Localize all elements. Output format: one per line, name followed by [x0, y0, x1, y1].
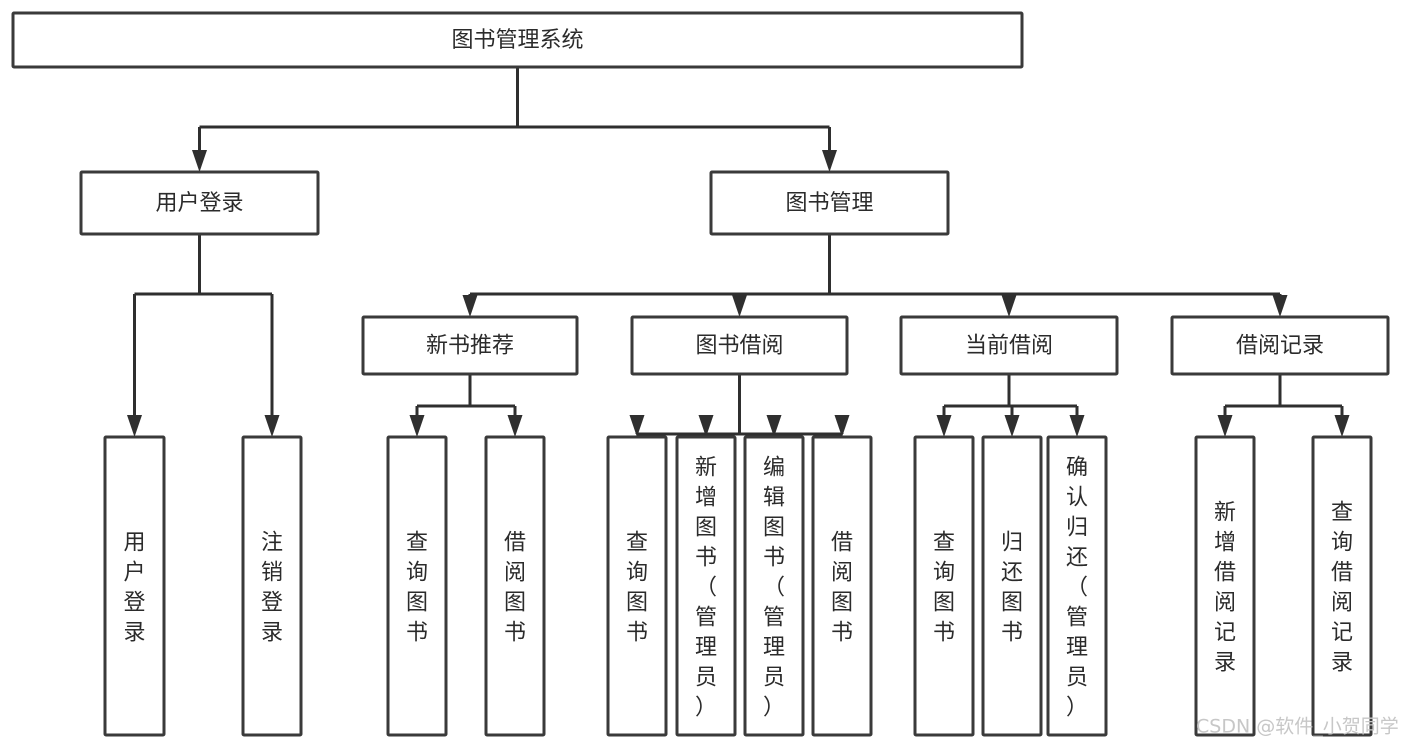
node-label: 当前借阅 [965, 334, 1053, 359]
node-label: 新增借阅记录 [1214, 500, 1236, 675]
node-label: 用户登录 [155, 191, 243, 216]
csdn-watermark: CSDN @软件_小贺同学 [1196, 716, 1399, 738]
node-leaf-add-book-admin[interactable]: 新增图书（管理员） [675, 435, 737, 737]
node-box[interactable] [675, 435, 737, 737]
node-label: 查询借阅记录 [1331, 500, 1353, 675]
node-layer: 图书管理系统用户登录图书管理新书推荐图书借阅当前借阅借阅记录用户登录注销登录查询… [11, 11, 1390, 737]
node-leaf-query-book-2[interactable]: 查询图书 [606, 435, 668, 737]
connector-arrow-icon [1001, 295, 1017, 317]
connector-arrow-icon [1004, 415, 1020, 437]
connector-arrow-icon [1069, 415, 1085, 437]
node-borrow-record[interactable]: 借阅记录 [1170, 315, 1390, 376]
node-new-book-recommend[interactable]: 新书推荐 [361, 315, 579, 376]
node-leaf-query-book-3[interactable]: 查询图书 [913, 435, 975, 737]
node-leaf-user-login[interactable]: 用户登录 [103, 435, 166, 737]
connector-arrow-icon [1334, 415, 1350, 437]
node-current-borrow[interactable]: 当前借阅 [899, 315, 1119, 376]
connector-arrow-icon [732, 295, 747, 317]
node-leaf-borrow-book-2[interactable]: 借阅图书 [811, 435, 873, 737]
node-label: 编辑图书（管理员） [763, 455, 785, 720]
node-leaf-edit-book-admin[interactable]: 编辑图书（管理员） [743, 435, 805, 737]
watermark-layer: CSDN @软件_小贺同学 [1196, 716, 1399, 738]
node-box[interactable] [630, 315, 849, 376]
connector-arrow-icon [192, 150, 207, 172]
node-box[interactable] [1194, 435, 1256, 737]
node-book-borrow[interactable]: 图书借阅 [630, 315, 849, 376]
connector-arrow-icon [507, 415, 523, 437]
node-label: 查询图书 [626, 530, 648, 645]
node-label: 查询图书 [933, 530, 955, 645]
node-box[interactable] [1046, 435, 1108, 737]
node-box[interactable] [361, 315, 579, 376]
node-leaf-query-book-1[interactable]: 查询图书 [386, 435, 448, 737]
node-book-manage[interactable]: 图书管理 [709, 170, 950, 236]
node-user-login[interactable]: 用户登录 [79, 170, 320, 236]
node-label: 借阅记录 [1236, 334, 1324, 359]
node-box[interactable] [1170, 315, 1390, 376]
node-box[interactable] [79, 170, 320, 236]
node-root[interactable]: 图书管理系统 [11, 11, 1024, 69]
connector-arrow-icon [264, 415, 280, 437]
connector-arrow-icon [822, 150, 837, 172]
node-box[interactable] [913, 435, 975, 737]
node-box[interactable] [11, 11, 1024, 69]
connector-arrow-icon [1217, 415, 1233, 437]
node-box[interactable] [606, 435, 668, 737]
connector-arrow-icon [1272, 295, 1288, 317]
node-leaf-borrow-book-1[interactable]: 借阅图书 [484, 435, 546, 737]
node-box[interactable] [709, 170, 950, 236]
connector-arrow-icon [834, 415, 850, 437]
node-label: 新书推荐 [426, 334, 514, 359]
connector-arrow-icon [127, 415, 142, 437]
node-box[interactable] [1311, 435, 1373, 737]
node-label: 新增图书（管理员） [695, 455, 717, 720]
node-box[interactable] [981, 435, 1043, 737]
node-leaf-confirm-return-admin[interactable]: 确认归还（管理员） [1046, 435, 1108, 737]
connector-arrow-icon [698, 415, 714, 437]
node-box[interactable] [386, 435, 448, 737]
node-label: 确认归还（管理员） [1066, 455, 1088, 720]
node-leaf-logout[interactable]: 注销登录 [241, 435, 303, 737]
connector-arrow-icon [766, 415, 782, 437]
node-label: 借阅图书 [504, 530, 526, 645]
node-box[interactable] [743, 435, 805, 737]
node-label: 注销登录 [261, 530, 283, 645]
node-box[interactable] [811, 435, 873, 737]
connector-arrow-icon [629, 415, 645, 437]
node-label: 借阅图书 [831, 530, 853, 645]
node-leaf-return-book[interactable]: 归还图书 [981, 435, 1043, 737]
node-label: 查询图书 [406, 530, 428, 645]
connector-arrow-icon [936, 415, 952, 437]
node-label: 归还图书 [1001, 530, 1023, 645]
node-label: 用户登录 [123, 530, 145, 645]
connector-layer [127, 67, 1350, 437]
connector-arrow-icon [462, 295, 478, 317]
node-label: 图书借阅 [695, 334, 783, 359]
node-leaf-query-borrow-record[interactable]: 查询借阅记录 [1311, 435, 1373, 737]
connector-arrow-icon [409, 415, 425, 437]
node-box[interactable] [484, 435, 546, 737]
node-leaf-add-borrow-record[interactable]: 新增借阅记录 [1194, 435, 1256, 737]
node-box[interactable] [103, 435, 166, 737]
node-label: 图书管理 [785, 191, 873, 216]
node-label: 图书管理系统 [451, 28, 583, 53]
node-box[interactable] [899, 315, 1119, 376]
node-box[interactable] [241, 435, 303, 737]
